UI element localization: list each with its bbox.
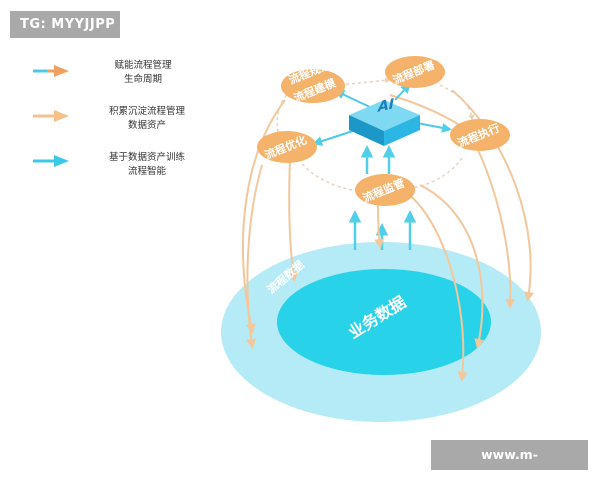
node-execute: 流程执行 [450, 119, 510, 151]
node-deploy: 流程部署 [385, 56, 445, 88]
inner-disk [277, 269, 491, 375]
legend-1-line2: 生命周期 [123, 74, 162, 85]
node-monitor: 流程监管 [355, 174, 415, 206]
legend-item-1: 赋能流程管理 生命周期 [88, 59, 198, 87]
legend-arrow-3 [33, 155, 69, 167]
legend-item-2: 积累沉淀流程管理 数据资产 [92, 105, 202, 133]
node-optimize: 流程优化 [257, 131, 317, 163]
lifecycle-cycle [276, 77, 475, 191]
watermark-top: TG: MYYJJPP [10, 11, 120, 38]
legend-2-line1: 积累沉淀流程管理 [108, 106, 185, 117]
legend-3-line2: 流程智能 [127, 166, 166, 177]
legend-3-line1: 基于数据资产训练 [108, 152, 185, 163]
node-design: 流程规划 流程建模 [281, 58, 345, 105]
ai-engine-box: AI [349, 96, 420, 146]
ai-label: AI [377, 96, 394, 115]
legend-arrow-2 [33, 110, 69, 122]
watermark-bottom: www.m-ddzgames.com [431, 440, 588, 480]
data-deposit-curves [242, 89, 534, 382]
legend-2-line2: 数据资产 [127, 120, 166, 131]
legend-1-line1: 赋能流程管理 [114, 60, 172, 71]
legend-item-3: 基于数据资产训练 流程智能 [92, 151, 202, 179]
legend-arrow-1 [33, 65, 69, 77]
